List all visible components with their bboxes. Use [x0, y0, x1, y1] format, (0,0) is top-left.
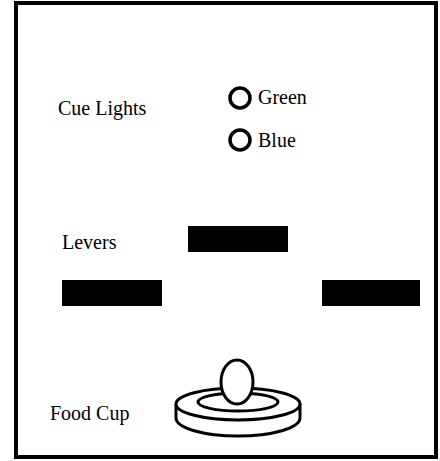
chamber-wall	[16, 3, 436, 457]
left-lever	[62, 280, 162, 306]
light-label: Blue	[258, 129, 296, 152]
food-cup	[176, 360, 300, 436]
blue-cue-light	[230, 130, 250, 150]
food-pellet	[221, 360, 253, 404]
light-label: Green	[258, 86, 307, 109]
part-label: Cue Lights	[58, 97, 146, 120]
right-lever	[322, 280, 420, 306]
part-label: Levers	[62, 231, 116, 254]
part-label: Food Cup	[50, 402, 129, 425]
center-lever	[188, 226, 288, 252]
green-cue-light	[230, 88, 250, 108]
